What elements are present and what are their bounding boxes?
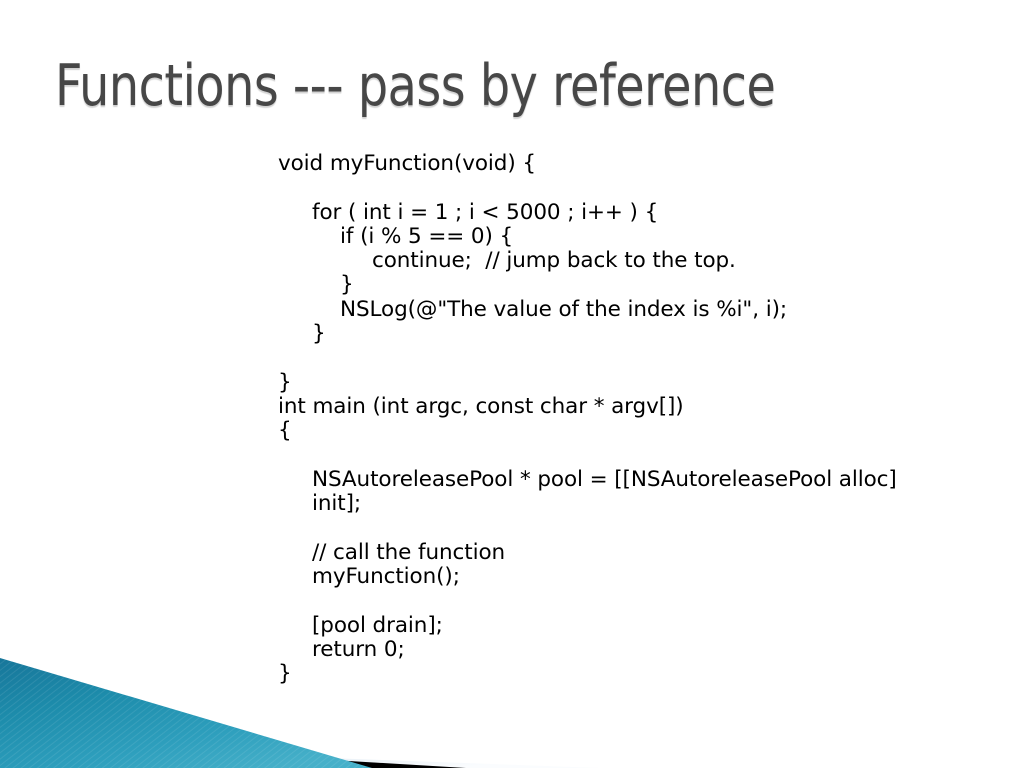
code-line: NSAutoreleasePool * pool = [[NSAutorelea…: [312, 466, 897, 492]
black-band: [0, 740, 466, 768]
code-line: }: [278, 661, 292, 687]
title-area: Functions --- pass by reference: [55, 52, 955, 124]
code-spacer: [278, 516, 1008, 540]
code-line: void myFunction(void) {: [278, 151, 536, 176]
code-line: init];: [312, 491, 362, 517]
code-line: // call the function: [312, 539, 506, 565]
code-spacer: [278, 176, 1008, 200]
code-line: if (i % 5 == 0) {: [340, 223, 514, 249]
code-line: [pool drain];: [312, 612, 443, 638]
code-block: void myFunction(void) { for ( int i = 1 ;…: [278, 151, 1008, 687]
code-line: continue; // jump back to the top.: [372, 248, 736, 274]
code-spacer: [278, 444, 1008, 468]
code-line: return 0;: [312, 636, 405, 662]
page-title: Functions --- pass by reference: [55, 53, 776, 119]
code-line: myFunction();: [312, 564, 460, 590]
code-line: for ( int i = 1 ; i < 5000 ; i++ ) {: [312, 199, 659, 225]
code-line: {: [278, 418, 292, 444]
code-line: }: [312, 321, 326, 347]
code-line: }: [340, 272, 354, 298]
code-line: }: [278, 369, 292, 395]
pale-blue-band: [0, 746, 600, 768]
code-line: int main (int argc, const char * argv[]): [278, 393, 684, 419]
code-spacer: [278, 589, 1008, 613]
code-spacer: [278, 346, 1008, 370]
code-line: NSLog(@"The value of the index is %i", i…: [340, 296, 787, 322]
